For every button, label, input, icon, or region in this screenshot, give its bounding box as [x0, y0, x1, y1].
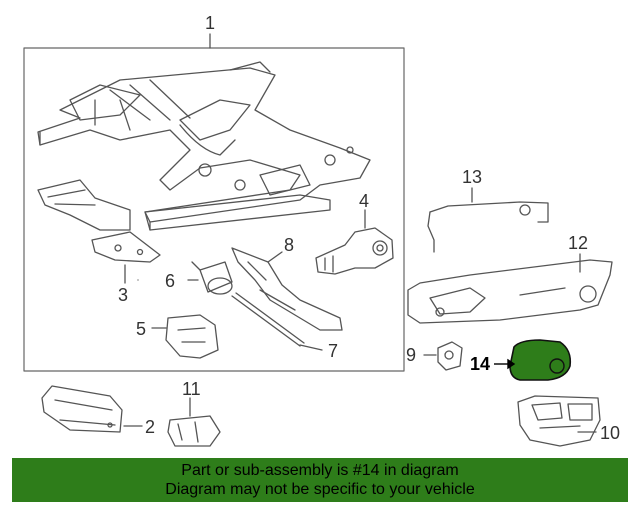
part-8-rail [231, 247, 343, 331]
part-7-rod [231, 292, 323, 351]
part-11-clip [167, 397, 221, 447]
part-5-motor [151, 314, 219, 359]
callout-3: 3 [118, 285, 129, 305]
banner-line-part: Part or sub-assembly is #14 in diagram [181, 462, 459, 479]
callout-9: 9 [406, 345, 417, 365]
part-4-motor [315, 209, 394, 275]
callout-5: 5 [136, 319, 147, 339]
callout-11: 11 [182, 379, 201, 399]
callout-2: 2 [145, 417, 156, 437]
part-2-module [41, 385, 143, 433]
part-6-actuator [187, 261, 233, 295]
part-9-knob [423, 341, 463, 371]
part-1-seat-frame [37, 61, 371, 231]
part-14-highlighted-cover[interactable] [509, 339, 572, 381]
part-10-switch-cover [517, 395, 601, 447]
callout-12: 12 [568, 233, 589, 253]
callout-4: 4 [359, 191, 370, 211]
assembly-frame [23, 47, 405, 372]
callout-6: 6 [165, 271, 176, 291]
part-3-bracket [37, 179, 161, 284]
part-13-wire-bracket [427, 187, 549, 253]
leader-arrow-14 [494, 358, 516, 370]
callout-14[interactable]: 14 [470, 354, 491, 374]
callout-1: 1 [205, 13, 216, 33]
banner-line-disclaimer: Diagram may not be specific to your vehi… [165, 481, 475, 498]
info-banner: Part or sub-assembly is #14 in diagram D… [12, 458, 628, 502]
callout-13: 13 [462, 167, 483, 187]
callout-8: 8 [284, 235, 295, 255]
callout-10: 10 [600, 423, 621, 443]
part-12-trim-panel [407, 253, 613, 324]
callout-7: 7 [328, 341, 339, 361]
